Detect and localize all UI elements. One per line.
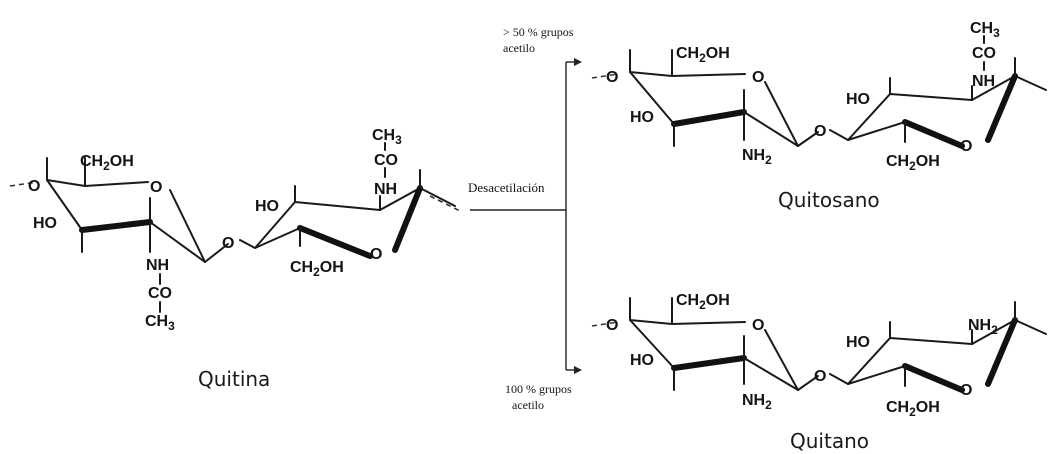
glycosidic-oxygen-left: O bbox=[606, 317, 618, 334]
molecule-name-quitosano: Quitosano bbox=[778, 188, 880, 212]
ring-oxygen: O bbox=[370, 246, 382, 263]
glycosidic-oxygen: O bbox=[814, 123, 826, 140]
methyl-group: CH3 bbox=[970, 20, 1000, 40]
glycosidic-oxygen-left: O bbox=[28, 178, 40, 195]
branch-bottom-label-line1: 100 % grupos bbox=[505, 382, 572, 396]
molecule-name-quitina: Quitina bbox=[198, 367, 270, 391]
glycosidic-oxygen: O bbox=[814, 368, 826, 385]
amino-group: NH2 bbox=[968, 317, 998, 337]
nh-group: NH bbox=[374, 181, 397, 198]
chain-end-left bbox=[9, 181, 39, 187]
hydroxyl-group: HO bbox=[630, 352, 654, 369]
molecule-name-quitano: Quitano bbox=[790, 429, 869, 453]
nh-group: NH bbox=[972, 73, 995, 90]
amino-group: NH2 bbox=[742, 392, 772, 412]
methyl-group: CH3 bbox=[145, 313, 175, 333]
methyl-group: CH3 bbox=[372, 127, 402, 147]
hydroxyl-group: HO bbox=[846, 334, 870, 351]
ch2oh-group: CH2OH bbox=[80, 153, 134, 173]
chain-end-right bbox=[429, 195, 463, 213]
hydroxyl-group: HO bbox=[630, 109, 654, 126]
ch2oh-group: CH2OH bbox=[886, 153, 940, 173]
quitano-structure: O CH2OH O HO NH2 O HO CH2OH O NH2 bbox=[591, 292, 1047, 419]
ring-oxygen: O bbox=[752, 69, 764, 86]
quitina-structure: O CH2OH O HO NH CO CH3 O bbox=[9, 127, 463, 333]
branch-bottom-label-line2: acetilo bbox=[512, 398, 544, 412]
ch2oh-group: CH2OH bbox=[290, 259, 344, 279]
ring-oxygen: O bbox=[150, 179, 162, 196]
hydroxyl-group: HO bbox=[33, 215, 57, 232]
branch-top-label-line2: acetilo bbox=[503, 41, 535, 55]
branch-top-label-line1: > 50 % grupos bbox=[503, 25, 574, 39]
ring-a bbox=[46, 157, 229, 263]
reaction-label: Desacetilación bbox=[468, 180, 545, 195]
ring-oxygen: O bbox=[752, 317, 764, 334]
amino-group: NH2 bbox=[742, 147, 772, 167]
hydroxyl-group: HO bbox=[846, 91, 870, 108]
ch2oh-group: CH2OH bbox=[886, 399, 940, 419]
carbonyl-group: CO bbox=[972, 45, 996, 62]
nh-group: NH bbox=[146, 257, 169, 274]
quitosano-structure: O CH2OH O HO NH2 O HO CH2OH O NH CO CH3 bbox=[591, 20, 1047, 173]
ring-b bbox=[239, 169, 456, 259]
ch2oh-group: CH2OH bbox=[676, 45, 730, 65]
carbonyl-group: CO bbox=[374, 152, 398, 169]
ring-oxygen: O bbox=[960, 138, 972, 155]
hydroxyl-group: HO bbox=[255, 198, 279, 215]
glycosidic-oxygen-left: O bbox=[606, 69, 618, 86]
ch2oh-group: CH2OH bbox=[676, 292, 730, 312]
glycosidic-oxygen: O bbox=[222, 235, 234, 252]
ring-oxygen: O bbox=[960, 382, 972, 399]
carbonyl-group: CO bbox=[148, 285, 172, 302]
reaction-arrows bbox=[470, 58, 582, 374]
